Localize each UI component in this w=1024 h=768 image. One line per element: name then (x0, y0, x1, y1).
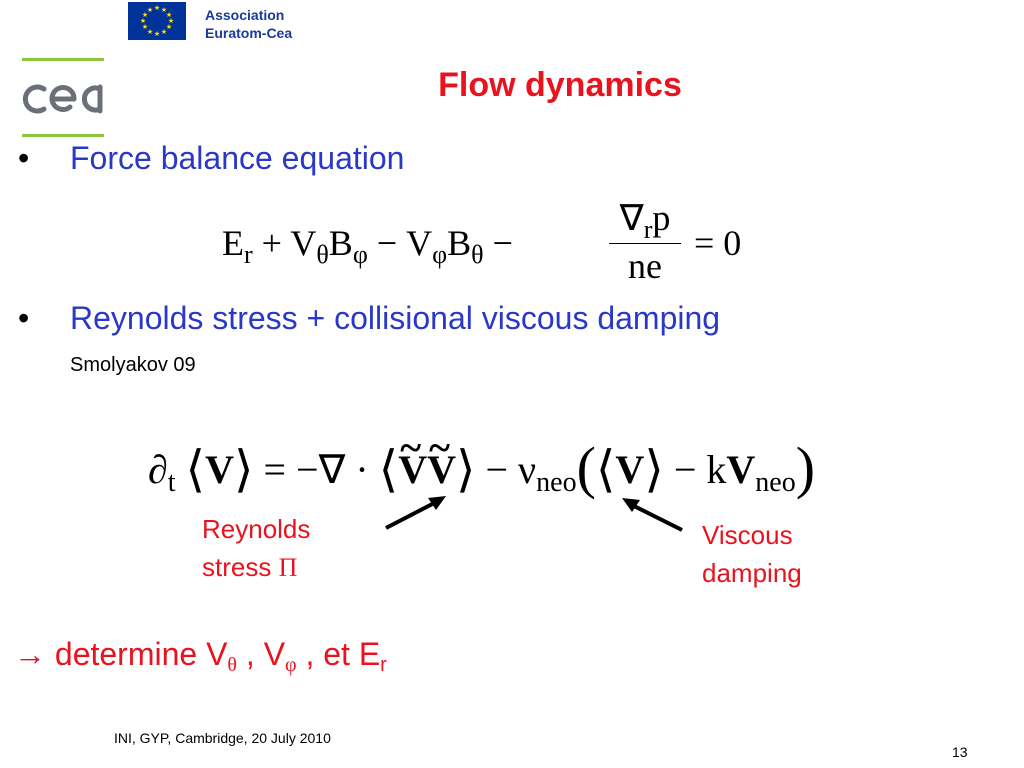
conclusion-sep1: , V (237, 636, 286, 672)
svg-text:★: ★ (166, 11, 172, 19)
viscous-line1: Viscous (702, 520, 793, 550)
eq2-sub-t: t (167, 467, 176, 498)
eq1-rhs: = 0 (694, 223, 742, 263)
svg-text:★: ★ (147, 6, 153, 14)
association-label: Association Euratom-Cea (205, 6, 345, 42)
eq2-rangle3: ⟩ (644, 441, 664, 497)
eq1-plus: + (252, 223, 291, 263)
reynolds-stress-word: stress (202, 552, 272, 582)
reynolds-line1: Reynolds (202, 514, 311, 544)
eq1-sub-r: r (244, 240, 253, 269)
footer-text: INI, GYP, Cambridge, 20 July 2010 (114, 730, 331, 746)
eq1-grad-sub-r: r (643, 215, 653, 244)
equation1-lhs: Er + VθBφ − VφBθ − (222, 222, 513, 270)
eq1-fraction: ∇rp ne (605, 196, 685, 288)
svg-text:★: ★ (168, 17, 174, 25)
eq1-grad: ∇ (619, 198, 644, 238)
conclusion-sub-theta: θ (227, 654, 238, 676)
reynolds-stress-annotation: Reynolds stress Π (202, 510, 310, 587)
eq1-numerator: ∇rp (605, 196, 685, 244)
eq2-rangle2: ⟩ (455, 441, 476, 497)
svg-text:★: ★ (161, 6, 167, 14)
eq1-sub-theta2: θ (471, 240, 484, 269)
svg-text:★: ★ (154, 30, 160, 38)
eq2-k: k (706, 447, 727, 492)
association-line2: Euratom-Cea (205, 25, 293, 41)
conclusion-sep2: , et E (296, 636, 381, 672)
force-balance-equation: Er + VθBφ − VφBθ − ∇rp ne = 0 (222, 196, 762, 296)
flow-evolution-equation: ∂t ⟨V⟩ = −∇ · ⟨~V~V⟩ − νneo(⟨V⟩ − kVneo) (148, 424, 908, 504)
eq2-tilde-V1: ~V (398, 425, 428, 493)
eq1-denominator: ne (628, 246, 662, 286)
bullet-text-reynolds-stress: Reynolds stress + collisional viscous da… (70, 300, 721, 336)
viscous-line2: damping (702, 558, 802, 588)
eq2-V3: V (726, 447, 756, 492)
eq2-equals-div: = −∇ · (253, 447, 379, 492)
bullet-marker-1: • (18, 140, 30, 176)
reference-citation: Smolyakov 09 (70, 354, 196, 376)
eq2-tilde-mark2: ~ (429, 425, 450, 470)
eq1-sub-phi2: φ (432, 240, 448, 269)
green-divider-bottom (22, 134, 104, 137)
eq2-sub-neo2: neo (755, 467, 796, 498)
eq2-tV2: V (427, 447, 456, 492)
svg-text:★: ★ (147, 28, 153, 36)
eu-flag-icon: ★★★ ★★★ ★★★ ★★★ (128, 2, 186, 40)
eq2-V2: V (615, 447, 645, 492)
svg-text:★: ★ (140, 17, 146, 25)
eq2-partial: ∂ (148, 447, 168, 492)
eq1-V2: V (406, 223, 433, 263)
svg-text:★: ★ (142, 11, 148, 19)
eq1-V1: V (290, 223, 317, 263)
eq1-fraction-bar (609, 243, 681, 244)
conclusion-determine: determine V (46, 636, 228, 672)
eq2-tilde-mark1: ~ (400, 425, 421, 470)
svg-text:★: ★ (154, 4, 160, 12)
svg-text:★: ★ (161, 28, 167, 36)
right-arrow-symbol: → (14, 636, 46, 672)
eq1-B1: B (328, 223, 353, 263)
eq2-tV1: V (398, 447, 428, 492)
eq1-p: p (652, 198, 671, 238)
eq1-E: E (222, 223, 244, 263)
eq2-tilde-V2: ~V (427, 425, 456, 493)
cea-logo-icon (22, 75, 106, 123)
eq1-minus1: − (367, 223, 407, 263)
eq2-minus1: − (475, 447, 519, 492)
eq1-minus2: − (483, 223, 513, 263)
conclusion-sub-phi: φ (285, 654, 297, 676)
association-line1: Association (205, 7, 285, 23)
eq1-sub-theta1: θ (316, 240, 329, 269)
conclusion-sub-r: r (380, 654, 387, 676)
eq2-sub-neo1: neo (536, 467, 577, 498)
eq2-V1: V (205, 447, 234, 492)
eq2-langle3: ⟨ (595, 441, 616, 497)
pi-symbol: Π (278, 553, 298, 582)
slide-title: Flow dynamics (438, 66, 682, 104)
arrow-icon (385, 496, 446, 530)
conclusion-line: → determine Vθ , Vφ , et Er (14, 636, 387, 677)
bullet-marker-2: • (18, 300, 30, 336)
reynolds-line2: stress Π (202, 548, 310, 587)
eq2-rangle1: ⟩ (233, 441, 254, 497)
svg-text:★: ★ (166, 23, 172, 31)
eq2-lparen: ( (576, 435, 596, 500)
viscous-damping-annotation: Viscous damping (702, 516, 802, 592)
bullet-text-force-balance: Force balance equation (70, 140, 405, 176)
page-number: 13 (952, 744, 968, 760)
equation2-row: ∂t ⟨V⟩ = −∇ · ⟨~V~V⟩ − νneo(⟨V⟩ − kVneo) (148, 425, 816, 501)
svg-text:★: ★ (142, 23, 148, 31)
eq2-nu: ν (518, 447, 537, 492)
eq1-B2: B (447, 223, 472, 263)
eq2-langle1: ⟨ (185, 441, 206, 497)
green-divider-top (22, 58, 104, 61)
eq1-sub-phi1: φ (352, 240, 368, 269)
eq2-langle2: ⟨ (378, 441, 399, 497)
eq2-minus2: − (663, 447, 707, 492)
arrow-icon (622, 498, 683, 532)
eq2-rparen: ) (795, 435, 816, 500)
